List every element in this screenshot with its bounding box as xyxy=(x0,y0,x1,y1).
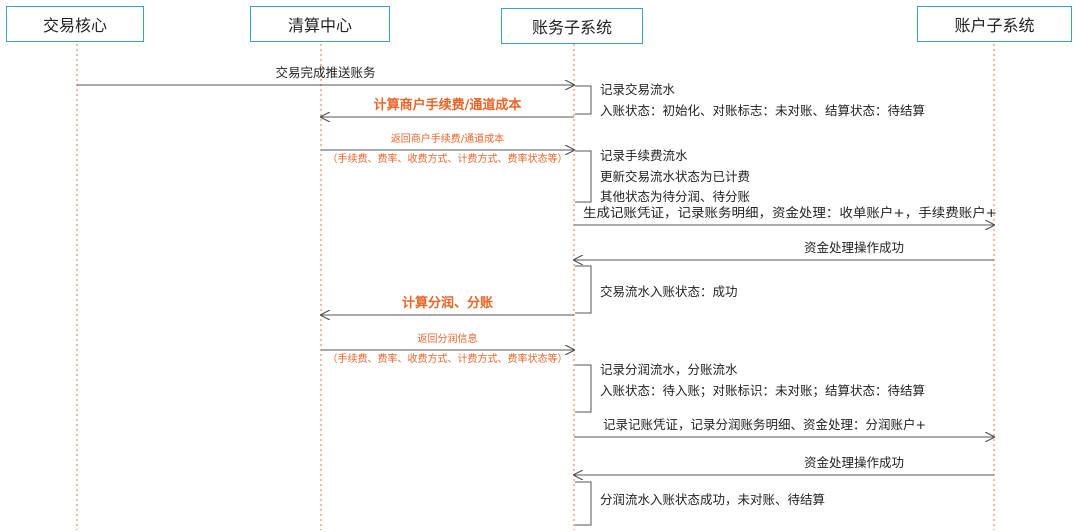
message-label: 资金处理操作成功 xyxy=(804,455,904,470)
note-bracket xyxy=(575,481,592,526)
message-sublabel: （手续费、费率、收费方式、计费方式、费率状态等） xyxy=(328,352,568,365)
note-bracket xyxy=(575,85,592,115)
message-label: 返回商户手续费/通道成本 xyxy=(391,132,504,145)
note-line: 入账状态：待入账；对账标识：未对账；结算状态：待结算 xyxy=(600,383,925,398)
message-label: 交易完成推送账务 xyxy=(275,65,375,80)
note-bracket xyxy=(575,150,592,203)
note-line: 交易流水入账状态：成功 xyxy=(600,284,738,299)
message-label: 返回分润信息 xyxy=(418,332,478,345)
message-label: 计算商户手续费/通道成本 xyxy=(374,97,522,113)
participant-core: 交易核心 xyxy=(6,6,144,42)
participant-clearing: 清算中心 xyxy=(250,6,390,42)
note-line: 分润流水入账状态成功，未对账、待结算 xyxy=(600,492,825,507)
participant-account: 账户子系统 xyxy=(917,6,1072,42)
note-line: 记录交易流水 xyxy=(600,82,676,97)
message-sublabel: （手续费、费率、收费方式、计费方式、费率状态等） xyxy=(328,152,568,165)
note-bracket xyxy=(575,364,592,413)
message-label: 资金处理操作成功 xyxy=(804,240,904,255)
message-label: 计算分润、分账 xyxy=(402,295,493,311)
participant-accounting: 账务子系统 xyxy=(501,8,643,44)
note-line: 记录分润流水，分账流水 xyxy=(600,362,738,377)
message-label: 生成记账凭证，记录账务明细，资金处理：收单账户+，手续费账户+ xyxy=(583,205,997,220)
note-line: 记录手续费流水 xyxy=(600,148,688,163)
message-label: 记录记账凭证，记录分润账务明细、资金处理：分润账户+ xyxy=(603,417,926,432)
note-line: 其他状态为待分润、待分账 xyxy=(600,189,751,204)
note-line: 入账状态：初始化、对账标志：未对账、结算状态：待结算 xyxy=(600,103,925,118)
note-bracket xyxy=(575,265,592,314)
note-line: 更新交易流水状态为已计费 xyxy=(600,169,750,184)
